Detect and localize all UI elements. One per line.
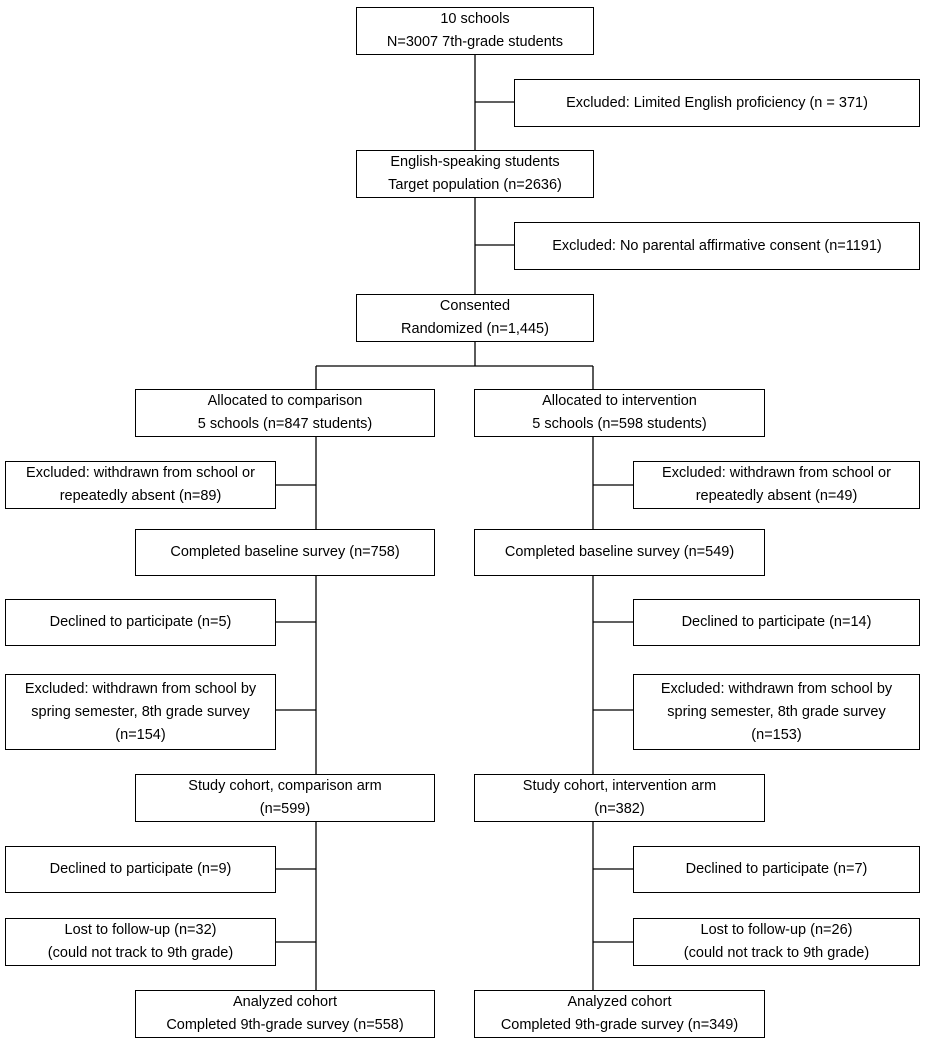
comparison-declined-1-text: Declined to participate (n=5) xyxy=(49,614,232,630)
comparison-spring-line-1: Excluded: withdrawn from school by xyxy=(24,680,257,697)
intervention-excluded-spring-box: Excluded: withdrawn from school by sprin… xyxy=(633,674,920,750)
intervention-declined-2-box: Declined to participate (n=7) xyxy=(633,846,920,893)
comparison-analyzed-line-2: Completed 9th-grade survey (n=558) xyxy=(166,1017,404,1033)
comparison-allocated-line-2: 5 schools (n=847 students) xyxy=(197,416,373,432)
excluded-english-text: Excluded: Limited English proficiency (n… xyxy=(566,94,868,111)
intervention-analyzed-line-2: Completed 9th-grade survey (n=349) xyxy=(500,1017,739,1033)
comparison-declined-2-box: Declined to participate (n=9) xyxy=(5,846,276,893)
intervention-cohort-box: Study cohort, intervention arm (n=382) xyxy=(474,774,765,822)
comparison-baseline-text: Completed baseline survey (n=758) xyxy=(170,544,400,560)
comparison-declined-2-text: Declined to participate (n=9) xyxy=(49,861,232,877)
intervention-analyzed-line-1: Analyzed cohort xyxy=(567,994,672,1010)
comparison-spring-line-3: (n=154) xyxy=(115,726,166,743)
intervention-spring-line-3: (n=153) xyxy=(751,726,802,743)
intervention-declined-1-box: Declined to participate (n=14) xyxy=(633,599,920,646)
comparison-withdrawn-line-1: Excluded: withdrawn from school or xyxy=(26,465,255,481)
intervention-declined-2-text: Declined to participate (n=7) xyxy=(685,861,868,877)
comparison-cohort-box: Study cohort, comparison arm (n=599) xyxy=(135,774,435,822)
intervention-lost-line-1: Lost to follow-up (n=26) xyxy=(700,922,853,938)
consented-line-2: Randomized (n=1,445) xyxy=(401,321,549,337)
intervention-spring-line-1: Excluded: withdrawn from school by xyxy=(660,680,893,697)
comparison-excluded-withdrawn-box: Excluded: withdrawn from school or repea… xyxy=(5,461,276,509)
comparison-cohort-line-1: Study cohort, comparison arm xyxy=(188,778,382,794)
intervention-withdrawn-line-2: repeatedly absent (n=49) xyxy=(695,488,858,504)
intervention-excluded-withdrawn-box: Excluded: withdrawn from school or repea… xyxy=(633,461,920,509)
schools-line-2: N=3007 7th-grade students xyxy=(386,34,564,50)
consented-box: Consented Randomized (n=1,445) xyxy=(356,294,594,342)
comparison-lost-line-2: (could not track to 9th grade) xyxy=(47,945,234,961)
intervention-baseline-text: Completed baseline survey (n=549) xyxy=(504,544,735,560)
comparison-spring-line-2: spring semester, 8th grade survey xyxy=(31,703,250,720)
comparison-excluded-spring-box: Excluded: withdrawn from school by sprin… xyxy=(5,674,276,750)
schools-line-1: 10 schools xyxy=(440,11,510,27)
intervention-cohort-line-2: (n=382) xyxy=(594,801,645,817)
target-line-2: Target population (n=2636) xyxy=(388,177,562,193)
excluded-consent-text: Excluded: No parental affirmative consen… xyxy=(552,237,882,254)
intervention-analyzed-box: Analyzed cohort Completed 9th-grade surv… xyxy=(474,990,765,1038)
intervention-cohort-line-1: Study cohort, intervention arm xyxy=(522,778,717,794)
comparison-baseline-box: Completed baseline survey (n=758) xyxy=(135,529,435,576)
target-line-1: English-speaking students xyxy=(390,154,560,170)
intervention-declined-1-text: Declined to participate (n=14) xyxy=(681,614,872,630)
consented-line-1: Consented xyxy=(439,298,511,314)
comparison-declined-1-box: Declined to participate (n=5) xyxy=(5,599,276,646)
comparison-cohort-line-2: (n=599) xyxy=(259,801,311,817)
intervention-lost-box: Lost to follow-up (n=26) (could not trac… xyxy=(633,918,920,966)
comparison-allocated-box: Allocated to comparison 5 schools (n=847… xyxy=(135,389,435,437)
comparison-analyzed-box: Analyzed cohort Completed 9th-grade surv… xyxy=(135,990,435,1038)
comparison-allocated-line-1: Allocated to comparison xyxy=(207,393,363,409)
comparison-lost-line-1: Lost to follow-up (n=32) xyxy=(64,922,217,938)
target-population-box: English-speaking students Target populat… xyxy=(356,150,594,198)
intervention-withdrawn-line-1: Excluded: withdrawn from school or xyxy=(662,465,891,481)
intervention-lost-line-2: (could not track to 9th grade) xyxy=(683,945,870,961)
intervention-spring-line-2: spring semester, 8th grade survey xyxy=(667,703,886,720)
schools-box: 10 schools N=3007 7th-grade students xyxy=(356,7,594,55)
comparison-lost-box: Lost to follow-up (n=32) (could not trac… xyxy=(5,918,276,966)
intervention-allocated-line-1: Allocated to intervention xyxy=(542,393,697,409)
intervention-allocated-box: Allocated to intervention 5 schools (n=5… xyxy=(474,389,765,437)
excluded-consent-box: Excluded: No parental affirmative consen… xyxy=(514,222,920,270)
excluded-english-box: Excluded: Limited English proficiency (n… xyxy=(514,79,920,127)
comparison-withdrawn-line-2: repeatedly absent (n=89) xyxy=(59,488,222,504)
comparison-analyzed-line-1: Analyzed cohort xyxy=(233,994,337,1010)
intervention-baseline-box: Completed baseline survey (n=549) xyxy=(474,529,765,576)
intervention-allocated-line-2: 5 schools (n=598 students) xyxy=(532,416,707,432)
